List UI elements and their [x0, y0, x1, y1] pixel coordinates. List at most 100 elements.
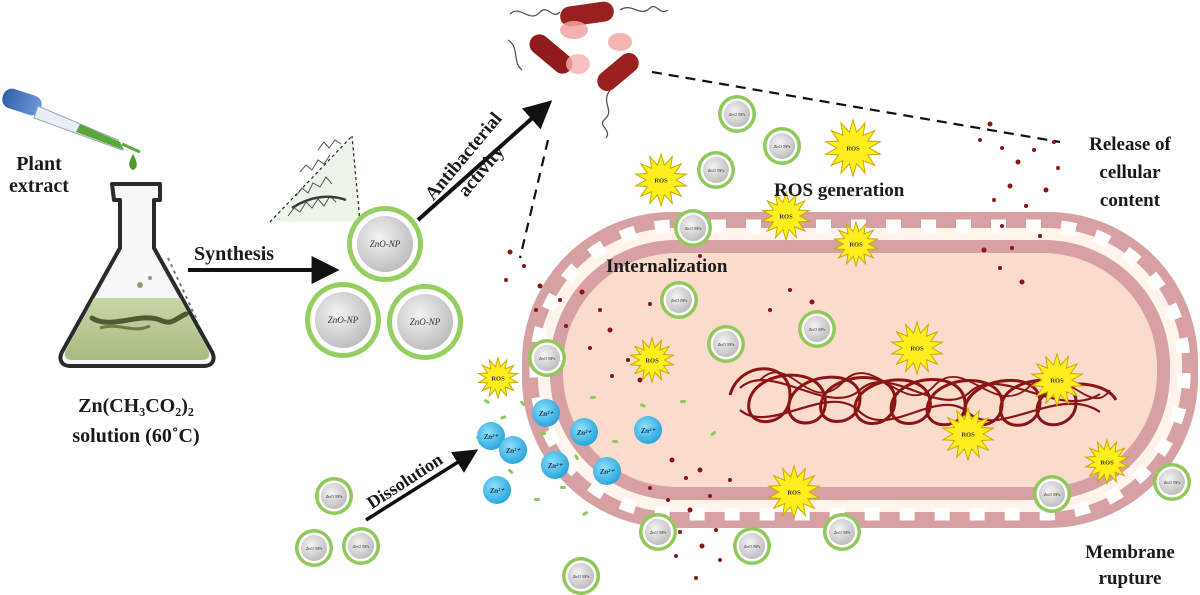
zoom-line-left — [518, 139, 550, 259]
svg-text:Zn²⁺: Zn²⁺ — [505, 447, 521, 455]
zinc-ions: Zn²⁺ Zn²⁺ Zn²⁺ Zn²⁺ Zn²⁺ Zn²⁺ Zn²⁺ Zn²⁺ — [477, 399, 662, 504]
precursor-label-line1: Zn(CH₃CO₂)₂ — [78, 395, 194, 417]
zn-ion: Zn²⁺ — [477, 422, 505, 450]
release-label-line1: Release of — [1089, 134, 1171, 155]
ros-burst-label: ROS — [645, 358, 659, 365]
zno-np: ZnO NPs — [823, 513, 861, 551]
ros-burst: ROS — [628, 336, 676, 384]
ros-burst: ROS — [823, 118, 883, 178]
capping-molecule-inset — [269, 135, 361, 223]
svg-text:ZnO-NP: ZnO-NP — [370, 239, 401, 249]
synthesis-label: Synthesis — [194, 243, 274, 265]
zno-np: ZnO NPs — [674, 209, 712, 247]
svg-text:ZnO NPs: ZnO NPs — [1164, 480, 1181, 485]
svg-text:ZnO NPs: ZnO NPs — [1044, 492, 1061, 497]
extract-drop — [129, 154, 137, 170]
zno-nanoparticles: ZnO NPs ZnO NPs ZnO NPs ZnO NPs ZnO NPs … — [295, 95, 1191, 595]
svg-text:Zn²⁺: Zn²⁺ — [640, 427, 656, 435]
dissolution-label-group: Dissolution — [363, 449, 446, 513]
synthesized-nanoparticles: ZnO-NP ZnO-NP ZnO-NP — [305, 206, 463, 360]
precursor-label-line2: solution (60˚C) — [72, 425, 199, 447]
svg-text:Zn²⁺: Zn²⁺ — [489, 487, 505, 495]
zn-ion: Zn²⁺ — [499, 436, 527, 464]
ros-bursts: ROS ROS ROS ROS ROS ROS ROS ROS ROS ROS ROS — [476, 118, 1131, 520]
zno-np: ZnO NPs — [763, 127, 801, 165]
zno-np: ZnO NPs — [528, 339, 566, 377]
svg-text:Zn²⁺: Zn²⁺ — [547, 462, 563, 470]
zno-np: ZnO NPs — [733, 527, 771, 565]
ros-burst: ROS — [832, 220, 880, 268]
membrane-label-line1: Membrane — [1085, 542, 1175, 563]
ros-burst: ROS — [766, 464, 822, 520]
ros-burst: ROS — [476, 356, 520, 400]
zn-ion: Zn²⁺ — [634, 416, 662, 444]
zn-ion: Zn²⁺ — [541, 451, 569, 479]
ros-burst: ROS — [760, 190, 812, 242]
ros-burst: ROS — [1083, 438, 1131, 486]
svg-text:ZnO NPs: ZnO NPs — [744, 544, 761, 549]
svg-text:ZnO-NP: ZnO-NP — [328, 315, 359, 325]
release-label-line3: content — [1100, 190, 1161, 211]
svg-text:ZnO NPs: ZnO NPs — [650, 530, 667, 535]
ros-burst-label: ROS — [491, 376, 505, 383]
ros-generation-label: ROS generation — [774, 180, 905, 201]
svg-text:ZnO-NP: ZnO-NP — [410, 317, 441, 327]
antibacterial-arrow — [416, 100, 553, 222]
bacteria-cluster — [507, 1, 669, 139]
ros-burst-label: ROS — [654, 178, 668, 185]
zno-np: ZnO NPs — [562, 557, 600, 595]
zn-ion: Zn²⁺ — [570, 418, 598, 446]
svg-text:ZnO NPs: ZnO NPs — [326, 494, 343, 499]
zn-ion: Zn²⁺ — [532, 399, 560, 427]
svg-text:Zn²⁺: Zn²⁺ — [576, 429, 592, 437]
ros-burst-label: ROS — [779, 214, 793, 221]
zn-ion: Zn²⁺ — [483, 476, 511, 504]
pipette — [2, 88, 141, 154]
synthesized-np: ZnO-NP — [387, 284, 463, 360]
zno-np: ZnO NPs — [697, 151, 735, 189]
zno-np: ZnO NPs — [660, 281, 698, 319]
svg-text:ZnO NPs: ZnO NPs — [774, 144, 791, 149]
zno-np: ZnO NPs — [342, 527, 380, 565]
plant-extract-label: Plant extract — [9, 153, 69, 197]
ros-burst-label: ROS — [787, 490, 801, 497]
zno-np: ZnO NPs — [1033, 475, 1071, 513]
dissolution-label: Dissolution — [363, 449, 446, 513]
ros-burst-label: ROS — [846, 146, 860, 153]
zno-np: ZnO NPs — [798, 310, 836, 348]
svg-text:ZnO NPs: ZnO NPs — [729, 112, 746, 117]
zno-np: ZnO NPs — [718, 95, 756, 133]
ros-burst-label: ROS — [961, 432, 975, 439]
antibacterial-label-group: Antibacterial activity — [421, 108, 509, 204]
flask — [58, 182, 216, 368]
zoom-line-right — [651, 70, 1061, 144]
svg-text:ZnO NPs: ZnO NPs — [718, 342, 735, 347]
zn-ion: Zn²⁺ — [593, 457, 621, 485]
zno-np: ZnO NPs — [707, 325, 745, 363]
ros-burst: ROS — [889, 320, 945, 376]
zno-np: ZnO NPs — [639, 513, 677, 551]
synthesized-np: ZnO-NP — [347, 206, 423, 282]
svg-text:ZnO NPs: ZnO NPs — [573, 574, 590, 579]
release-label-line2: cellular — [1099, 162, 1161, 183]
cellular-content-dots — [504, 121, 1060, 580]
svg-text:ZnO NPs: ZnO NPs — [353, 544, 370, 549]
svg-text:ZnO NPs: ZnO NPs — [539, 356, 556, 361]
zno-np: ZnO NPs — [1153, 463, 1191, 501]
svg-text:ZnO NPs: ZnO NPs — [834, 530, 851, 535]
dissolution-arrow — [365, 449, 479, 522]
svg-text:ZnO NPs: ZnO NPs — [685, 226, 702, 231]
svg-text:ZnO NPs: ZnO NPs — [306, 546, 323, 551]
svg-text:ZnO NPs: ZnO NPs — [671, 298, 688, 303]
ros-burst-label: ROS — [1100, 460, 1114, 467]
zno-np: ZnO NPs — [295, 529, 333, 567]
zno-np: ZnO NPs — [315, 477, 353, 515]
svg-text:ZnO NPs: ZnO NPs — [708, 168, 725, 173]
ros-burst: ROS — [940, 406, 996, 462]
internalization-label: Internalization — [606, 256, 728, 277]
ros-burst-label: ROS — [849, 242, 863, 249]
ros-burst: ROS — [1029, 352, 1085, 408]
svg-text:Zn²⁺: Zn²⁺ — [483, 433, 499, 441]
coating-fragments — [476, 396, 716, 516]
